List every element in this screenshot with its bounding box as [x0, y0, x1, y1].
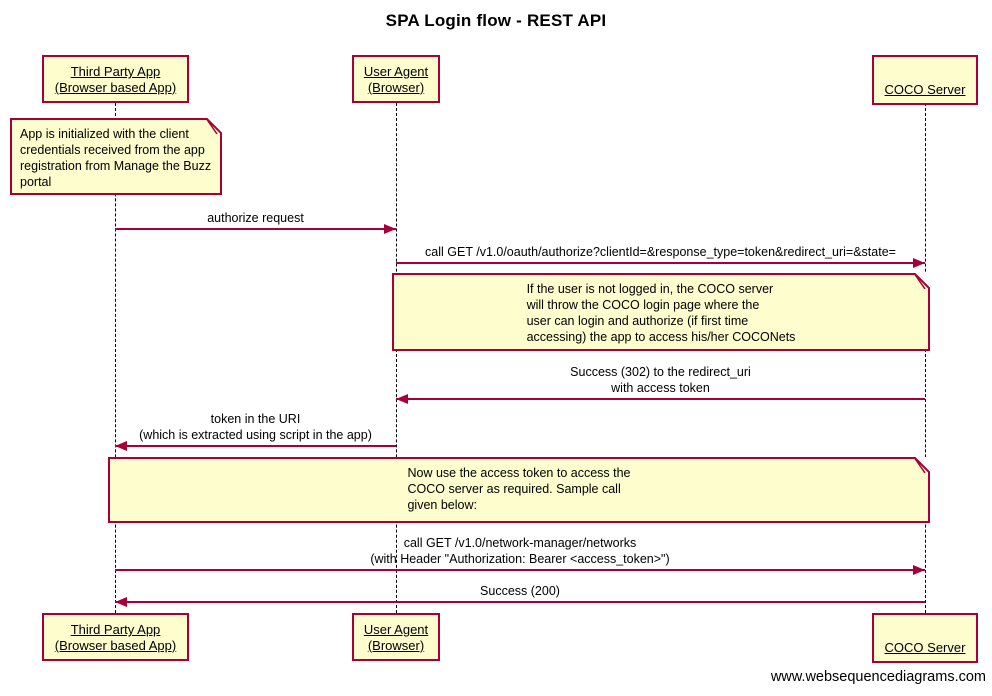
actor-sublabel: (Browser): [367, 638, 425, 653]
note-line: registration from Manage the Buzz: [20, 159, 212, 173]
message-arrow-left: [115, 597, 925, 607]
message-label: call GET /v1.0/network-manager/networks: [403, 536, 637, 550]
message-arrow-left: [396, 394, 925, 404]
message-label: Success (200): [480, 584, 560, 598]
actor-third-party-app-bottom: Third Party App (Browser based App): [42, 613, 189, 661]
actor-label: Third Party App: [70, 64, 161, 79]
actor-sublabel: (Browser based App): [54, 80, 177, 95]
actor-coco-server-bottom: COCO Server: [872, 613, 978, 663]
note-login-page: If the user is not logged in, the COCO s…: [392, 273, 930, 351]
note-line: credentials received from the app: [20, 143, 205, 157]
note-line: accessing) the app to access his/her COC…: [526, 330, 796, 344]
message-arrow-right: [396, 258, 925, 268]
message-label: (with Header "Authorization: Bearer <acc…: [370, 552, 670, 566]
actor-sublabel: (Browser based App): [54, 638, 177, 653]
actor-label: User Agent: [363, 622, 429, 637]
actor-label: COCO Server: [884, 640, 966, 655]
note-line: COCO server as required. Sample call: [407, 482, 621, 496]
actor-label: COCO Server: [884, 82, 966, 97]
message-oauth-authorize-call: call GET /v1.0/oauth/authorize?clientId=…: [396, 244, 925, 268]
note-line: will throw the COCO login page where the: [526, 298, 760, 312]
message-label: token in the URI: [210, 412, 301, 426]
lifeline-coco-server: [925, 103, 926, 613]
diagram-title: SPA Login flow - REST API: [385, 11, 607, 30]
note-use-access-token: Now use the access token to access the C…: [108, 457, 930, 523]
note-line: App is initialized with the client: [20, 127, 189, 141]
note-line: If the user is not logged in, the COCO s…: [526, 282, 774, 296]
note-line: portal: [20, 175, 52, 189]
actor-label: Third Party App: [70, 622, 161, 637]
actor-label: User Agent: [363, 64, 429, 79]
lifeline-third-party-app: [115, 103, 116, 613]
note-line: given below:: [407, 498, 477, 512]
message-arrow-right: [115, 224, 396, 234]
note-line: Now use the access token to access the: [407, 466, 631, 480]
actor-third-party-app-top: Third Party App (Browser based App): [42, 55, 189, 103]
actor-coco-server-top: COCO Server: [872, 55, 978, 105]
actor-user-agent-bottom: User Agent (Browser): [352, 613, 440, 661]
message-label: call GET /v1.0/oauth/authorize?clientId=…: [425, 245, 896, 259]
note-line: user can login and authorize (if first t…: [526, 314, 749, 328]
message-label: authorize request: [207, 211, 304, 225]
message-authorize-request: authorize request: [115, 210, 396, 234]
note-fold-icon: [914, 273, 930, 289]
message-success-302: Success (302) to the redirect_uri with a…: [396, 364, 925, 404]
actor-user-agent-top: User Agent (Browser): [352, 55, 440, 103]
note-fold-icon: [914, 457, 930, 473]
message-label: Success (302) to the redirect_uri: [570, 365, 751, 379]
message-label: (which is extracted using script in the …: [139, 428, 372, 442]
actor-sublabel: (Browser): [367, 80, 425, 95]
watermark-websequencediagrams: www.websequencediagrams.com: [770, 669, 986, 685]
message-arrow-left: [115, 441, 396, 451]
message-success-200: Success (200): [115, 583, 925, 607]
note-app-initialized: App is initialized with the client crede…: [10, 118, 222, 195]
message-token-in-uri: token in the URI (which is extracted usi…: [115, 411, 396, 451]
note-fold-icon: [206, 118, 222, 134]
message-label: with access token: [611, 381, 710, 395]
message-network-manager-call: call GET /v1.0/network-manager/networks …: [115, 535, 925, 575]
message-arrow-right: [115, 565, 925, 575]
lifeline-user-agent: [396, 103, 397, 613]
